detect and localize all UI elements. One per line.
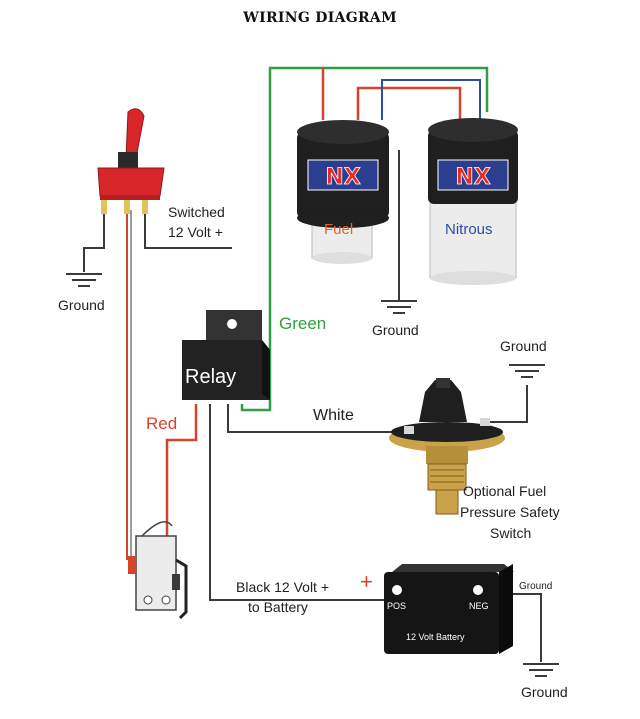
pressure-label-3: Switch — [490, 525, 531, 541]
blue-wire — [381, 79, 481, 120]
ground-symbol-pressure — [509, 364, 545, 378]
fuel-solenoid: NX — [297, 120, 389, 264]
ground-label-pressure: Ground — [500, 338, 547, 354]
ground-symbol-toggle — [66, 273, 102, 287]
pressure-label-1: Optional Fuel — [463, 483, 546, 499]
ground-label-solenoid: Ground — [372, 322, 419, 338]
black-12v-label-1: Black 12 Volt + — [236, 579, 329, 595]
relay — [182, 310, 270, 400]
pos-label: POS — [387, 601, 406, 611]
battery — [384, 564, 514, 654]
nx-logo-fuel: NX — [325, 165, 360, 190]
neg-label: NEG — [469, 601, 489, 611]
relay-red-wire — [165, 404, 198, 540]
pressure-ground-wire — [484, 385, 528, 423]
ground-label-toggle: Ground — [58, 297, 105, 313]
ground-symbol-battery — [523, 663, 559, 677]
ground-label-battery-small: Ground — [519, 581, 552, 592]
red-label: Red — [146, 414, 177, 433]
nitrous-solenoid: NX — [428, 118, 518, 285]
relay-label: Relay — [185, 366, 236, 388]
micro-switch — [128, 521, 188, 620]
green-label: Green — [279, 314, 326, 333]
fuel-label: Fuel — [324, 221, 353, 238]
pressure-label-2: Pressure Safety — [460, 504, 560, 520]
nitrous-label: Nitrous — [445, 221, 493, 238]
twelve-volt-label: 12 Volt + — [168, 224, 223, 240]
plus-sign: + — [360, 569, 373, 594]
toggle-switch[interactable] — [97, 108, 165, 214]
black-12v-wire — [209, 404, 392, 601]
ground-label-battery: Ground — [521, 684, 568, 700]
switch-ground-wire — [83, 210, 105, 272]
switched-label: Switched — [168, 204, 225, 220]
white-label: White — [313, 407, 354, 424]
white-wire — [227, 404, 412, 433]
black-12v-label-2: to Battery — [248, 599, 308, 615]
nx-logo-nitrous: NX — [455, 165, 490, 190]
green-wire — [240, 66, 489, 412]
diagram-title: WIRING DIAGRAM — [243, 10, 397, 26]
battery-label: 12 Volt Battery — [406, 632, 465, 642]
switched-12v-wire — [144, 210, 232, 249]
nitrous-red-wire — [356, 86, 462, 120]
pressure-switch — [389, 378, 505, 515]
ground-symbol-solenoid — [381, 300, 417, 314]
